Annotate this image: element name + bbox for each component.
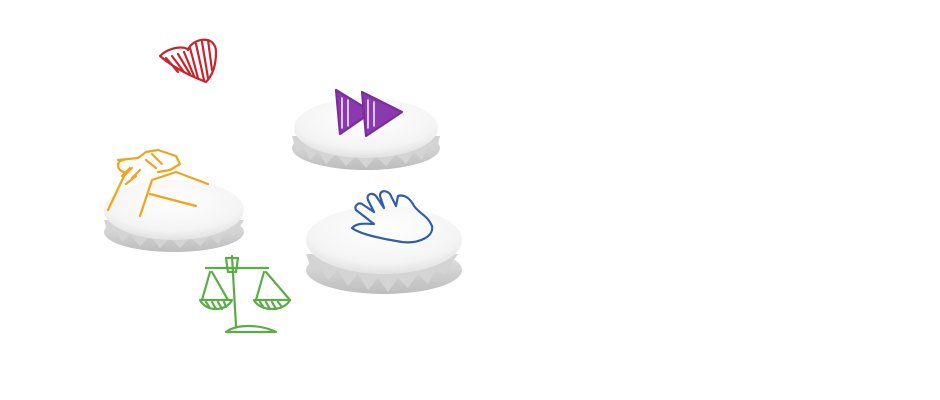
fast-forward-icon	[334, 88, 404, 138]
scales-of-justice-icon	[198, 254, 292, 334]
handshake-icon	[106, 148, 210, 218]
bottle-cap-2	[104, 180, 244, 252]
hand-icon	[350, 190, 434, 244]
heart-icon	[158, 38, 218, 84]
bottle-cap-3	[306, 206, 462, 294]
